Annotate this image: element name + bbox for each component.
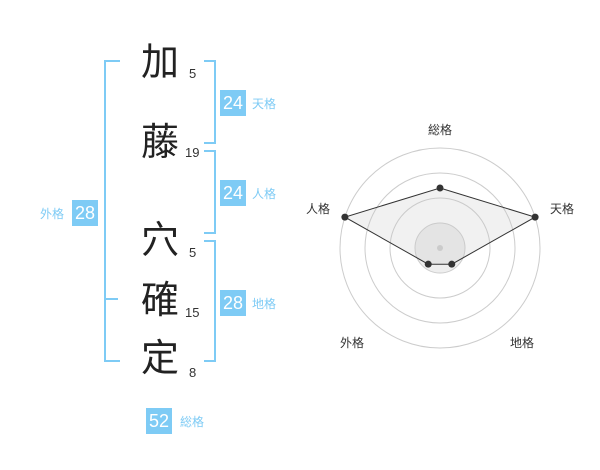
radar-label-jinkaku: 人格 <box>306 202 331 216</box>
stroke-count-2: 19 <box>185 145 200 160</box>
tenkaku-bracket <box>204 60 216 144</box>
radar-label-soukaku: 総格 <box>428 123 453 137</box>
soukaku-label: 総格 <box>180 415 205 429</box>
radar-point-0 <box>436 184 444 192</box>
tenkaku-value-badge: 24 <box>220 90 246 116</box>
name-char-2: 藤 <box>140 120 179 164</box>
radar-point-3 <box>424 260 432 268</box>
gaikaku-bracket-tick <box>104 298 118 300</box>
radar-series-shape <box>343 187 537 265</box>
jinkaku-bracket <box>204 150 216 234</box>
stroke-count-4: 15 <box>185 305 200 320</box>
radar-label-chikaku: 地格 <box>510 336 535 350</box>
tenkaku-label: 天格 <box>252 97 277 111</box>
gaikaku-label: 外格 <box>40 207 65 221</box>
jinkaku-label: 人格 <box>252 187 277 201</box>
radar-point-4 <box>341 213 349 221</box>
name-char-4: 確 <box>140 278 179 322</box>
jinkaku-value-badge: 24 <box>220 180 246 206</box>
name-char-3: 穴 <box>140 218 179 262</box>
stroke-count-3: 5 <box>189 245 197 260</box>
radar-ring-3 <box>364 172 516 324</box>
chikaku-bracket <box>204 240 216 362</box>
radar-point-2 <box>448 260 456 268</box>
chikaku-value-badge: 28 <box>220 290 246 316</box>
radar-ring-4 <box>339 147 541 349</box>
soukaku-value-badge: 52 <box>146 408 172 434</box>
gaikaku-bracket <box>104 60 120 362</box>
stroke-count-5: 8 <box>189 365 197 380</box>
stroke-count-1: 5 <box>189 66 197 81</box>
radar-label-gaikaku: 外格 <box>340 336 365 350</box>
radar-center <box>437 245 443 251</box>
name-char-1: 加 <box>140 40 179 84</box>
chikaku-label: 地格 <box>252 297 277 311</box>
name-char-5: 定 <box>140 336 179 380</box>
radar-ring-2 <box>389 197 491 299</box>
radar-label-tenkaku: 天格 <box>550 202 575 216</box>
radar-point-1 <box>531 213 539 221</box>
gaikaku-value-badge: 28 <box>72 200 98 226</box>
